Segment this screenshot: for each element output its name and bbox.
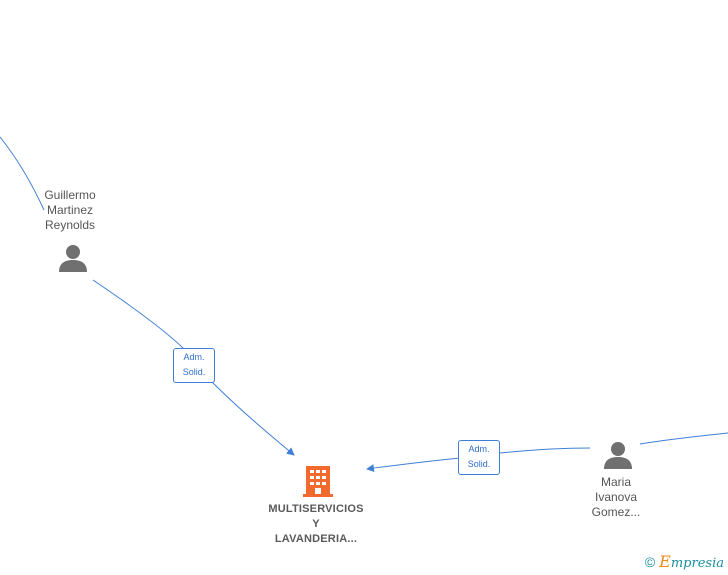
building-icon[interactable] (303, 466, 333, 497)
copyright-icon: © (644, 553, 656, 570)
edge-label-right[interactable]: Adm. Solid. (458, 440, 500, 475)
name-line: Y (312, 518, 320, 530)
name-line: Ivanova (594, 490, 638, 504)
edge-right-to-company (367, 447, 591, 469)
edge-offscreen-right (639, 432, 728, 445)
person-name-guillermo[interactable]: Guillermo Martinez Reynolds (20, 188, 120, 233)
person-icon[interactable] (59, 245, 87, 272)
name-line: LAVANDERIA... (274, 533, 358, 545)
edge-top-to-company (92, 279, 294, 455)
name-line: MULTISERVICIOS (268, 503, 364, 515)
edge-label-line: Adm. (183, 352, 205, 362)
edge-label-line: Solid. (182, 367, 206, 377)
brand-name: Empresia (659, 552, 724, 571)
company-name[interactable]: MULTISERVICIOS Y LAVANDERIA... (250, 502, 382, 547)
person-icon[interactable] (604, 442, 632, 469)
name-line: Guillermo (44, 188, 96, 202)
name-line: Martinez (46, 203, 93, 217)
edge-label-line: Adm. (468, 444, 490, 454)
edge-offscreen-top-left (0, 136, 45, 211)
edge-label-top[interactable]: Adm. Solid. (173, 348, 215, 383)
name-line: Gomez... (591, 505, 641, 519)
name-line: Maria (600, 475, 631, 489)
edge-label-line: Solid. (467, 459, 491, 469)
brand-logo: © Empresia (645, 552, 724, 571)
person-name-maria[interactable]: Maria Ivanova Gomez... (566, 475, 666, 520)
name-line: Reynolds (44, 218, 96, 232)
